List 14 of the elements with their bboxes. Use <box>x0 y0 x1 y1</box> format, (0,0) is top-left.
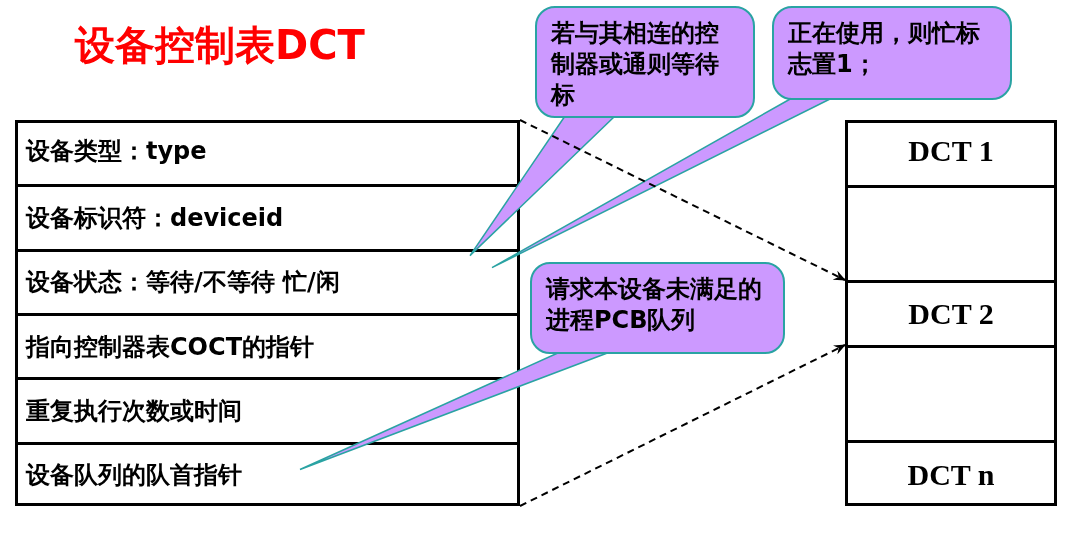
table-cell: DCT 2 <box>848 280 1054 345</box>
speech-bubble: 若与其相连的控制器或通则等待标 <box>535 6 755 118</box>
table-cell: DCT n <box>848 440 1054 506</box>
table-row: 设备类型：type <box>18 120 517 182</box>
title: 设备控制表DCT <box>75 21 365 70</box>
table-frame <box>15 120 520 506</box>
speech-bubble: 正在使用，则忙标志置1； <box>772 6 1012 100</box>
arrow <box>519 344 846 507</box>
speech-bubble: 请求本设备未满足的进程PCB队列 <box>530 262 785 354</box>
arrow <box>519 119 846 281</box>
table-frame <box>845 120 1057 506</box>
table-cell: DCT 1 <box>848 120 1054 182</box>
table-row: 设备状态：等待/不等待 忙/闲 <box>18 248 517 313</box>
table-row: 指向控制器表COCT的指针 <box>18 312 517 378</box>
